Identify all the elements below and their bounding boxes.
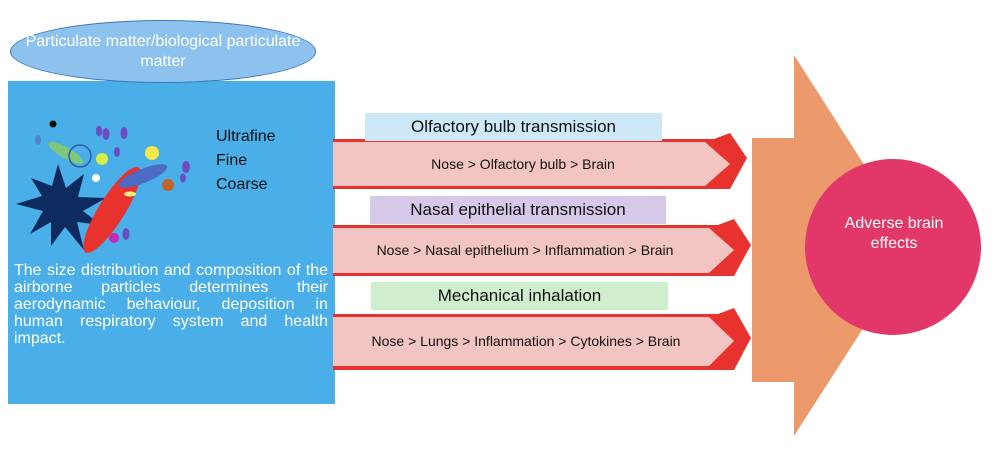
route-arrow-nasal-epithelial: [333, 219, 751, 276]
yellow-particle: [145, 146, 159, 160]
violet-particle: [182, 161, 190, 173]
violet-particle: [120, 127, 128, 139]
route-arrow-olfactory: [333, 133, 747, 189]
pathway-title-box-nasal-epithelial: [370, 196, 666, 224]
violet-particle: [180, 173, 186, 183]
black-particle: [49, 120, 57, 128]
violet-particle: [122, 228, 130, 240]
yellow-green-particle: [96, 153, 108, 165]
magenta-particle: [109, 233, 119, 243]
blue-elongated-particle: [118, 164, 168, 188]
red-elongated-particle: [83, 167, 141, 253]
outcome-label: Adverse brain effects: [844, 215, 944, 252]
violet-particle: [114, 147, 120, 157]
pathway-title-nasal-epithelial: Nasal epithelial transmission: [410, 200, 626, 219]
route-text-nasal-epithelial: Nose > Nasal epithelium > Inflammation >…: [376, 242, 674, 258]
pathway-title-box-mechanical: [371, 282, 668, 310]
outcome-circle: [805, 159, 981, 335]
route-text-olfactory: Nose > Olfactory bulb > Brain: [431, 155, 615, 172]
route-text-mechanical: Nose > Lungs > Inflammation > Cytokines …: [371, 333, 681, 349]
violet-particle: [96, 125, 102, 137]
pathway-title-box-olfactory: [365, 113, 662, 141]
tiny-yellow-particle: [124, 191, 136, 197]
pathway-title-olfactory: Olfactory bulb transmission: [410, 117, 617, 136]
pathway-title-mechanical: Mechanical inhalation: [437, 286, 602, 305]
size-label-ultrafine: Ultrafine: [216, 128, 276, 145]
coarse-particle-star: [16, 164, 106, 250]
particles-illustration: [16, 120, 190, 253]
white-particle: [92, 174, 100, 182]
source-box: [8, 81, 335, 404]
size-label-fine: Fine: [216, 152, 248, 169]
small-particle: [35, 135, 41, 145]
description-text: The size distribution and composition of…: [14, 262, 328, 347]
outlined-particle: [68, 144, 92, 168]
size-label-coarse: Coarse: [216, 176, 268, 193]
green-elongated-particle: [48, 141, 84, 165]
violet-particle: [102, 128, 110, 140]
source-label: Particulate matter/biological particulat…: [10, 20, 316, 83]
brown-particle: [162, 179, 174, 191]
route-arrow-mechanical: [333, 308, 751, 370]
